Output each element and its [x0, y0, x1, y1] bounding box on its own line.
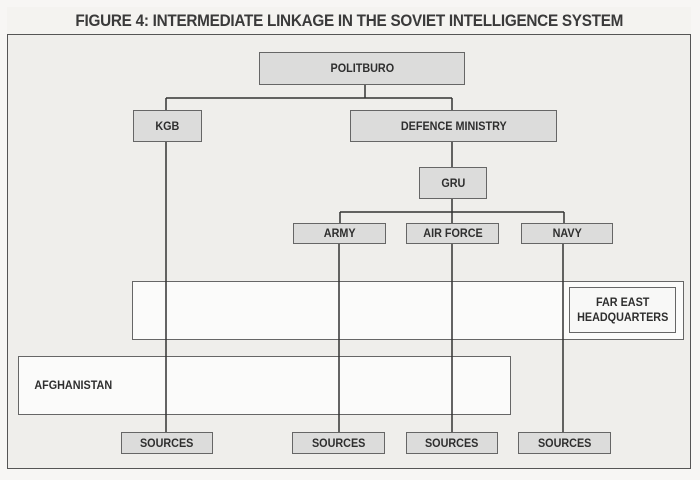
politburo-box: POLITBURO	[259, 52, 465, 85]
gru-box: GRU	[419, 167, 487, 199]
navy-box: NAVY	[521, 223, 613, 244]
afghanistan-label: AFGHANISTAN	[34, 378, 113, 392]
defence-ministry-box: DEFENCE MINISTRY	[350, 110, 557, 142]
air-force-sources-box: SOURCES	[406, 432, 498, 454]
kgb-box: KGB	[133, 110, 202, 142]
army-box: ARMY	[293, 223, 386, 244]
navy-sources-box: SOURCES	[518, 432, 611, 454]
kgb-sources-box: SOURCES	[121, 432, 213, 454]
figure-title: FIGURE 4: INTERMEDIATE LINKAGE IN THE SO…	[7, 7, 691, 35]
army-sources-box: SOURCES	[292, 432, 385, 454]
air-force-box: AIR FORCE	[406, 223, 499, 244]
title-text: FIGURE 4: INTERMEDIATE LINKAGE IN THE SO…	[75, 11, 623, 30]
afghanistan-region	[18, 356, 511, 415]
